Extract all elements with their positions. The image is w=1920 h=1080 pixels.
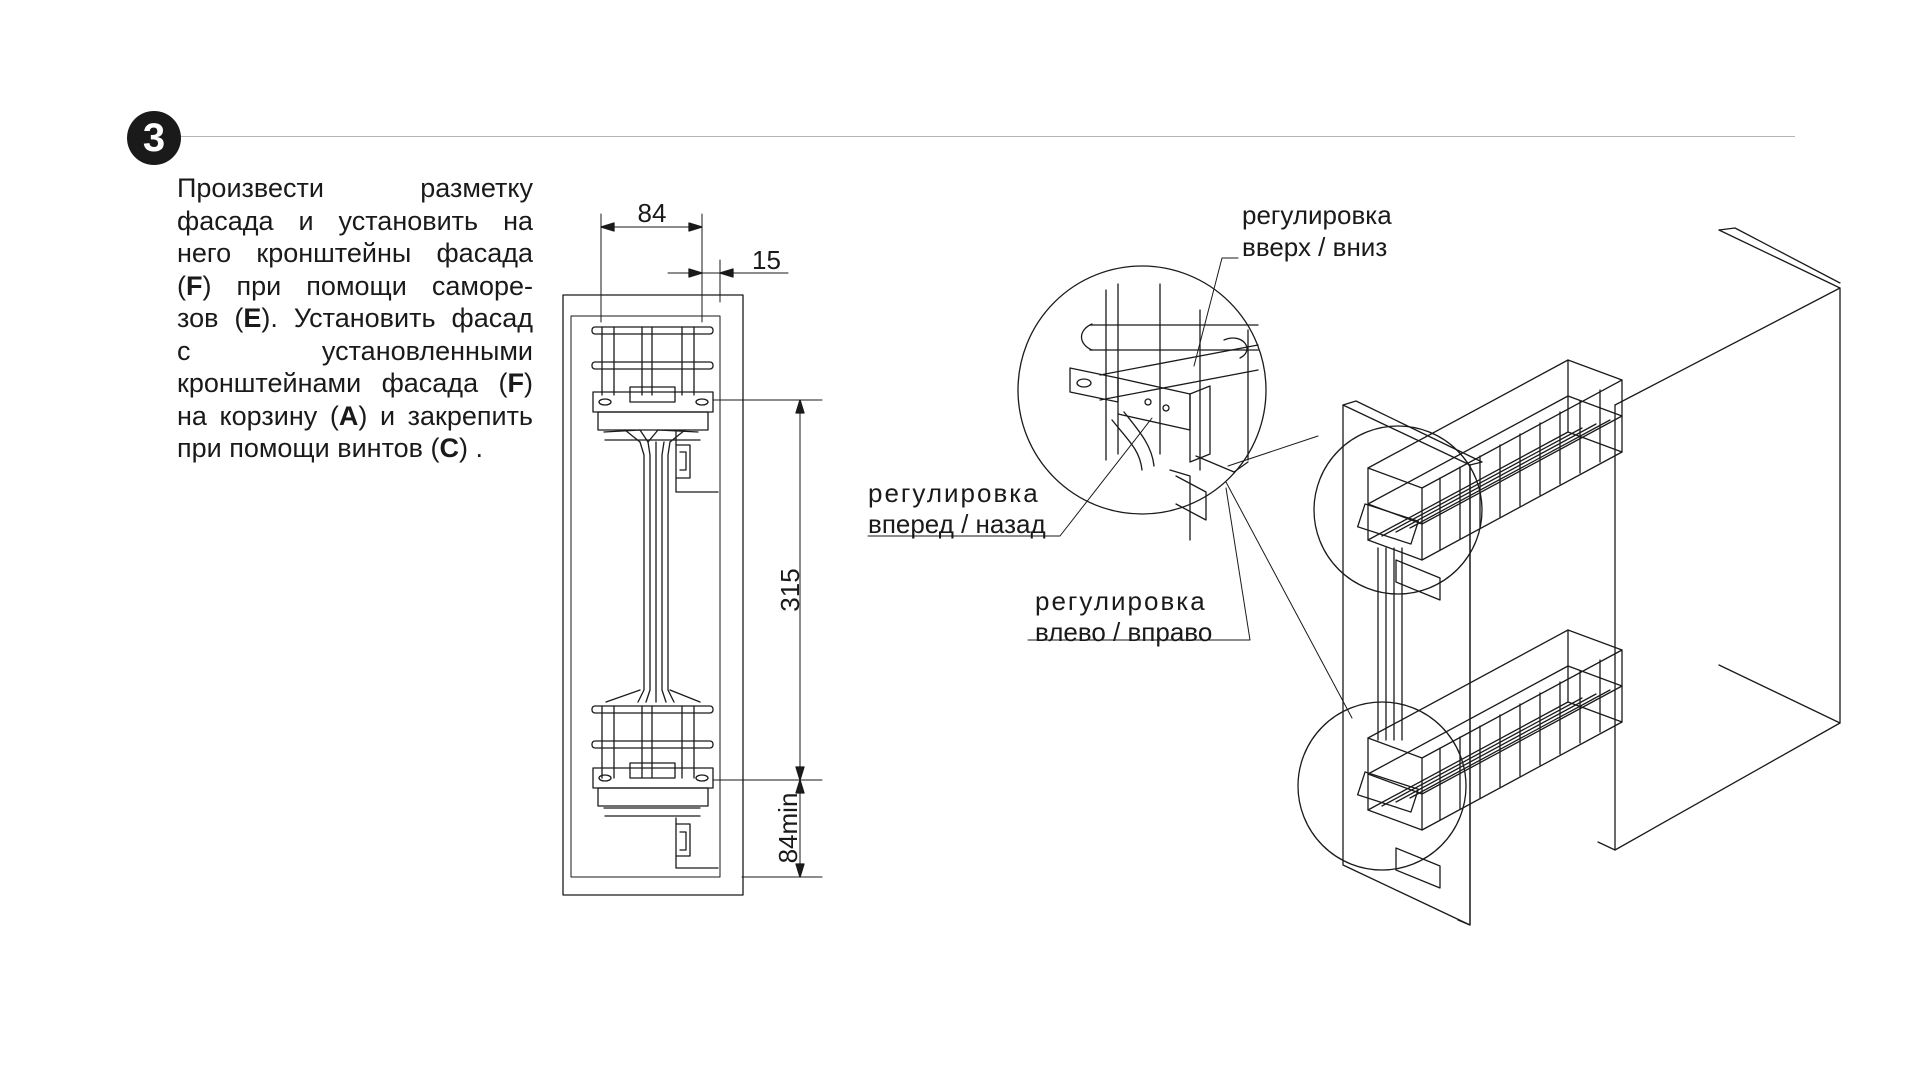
dimension-spacing-label: 315 bbox=[775, 568, 805, 611]
facade-outline bbox=[562, 294, 744, 896]
instruction-line: (F) при помощи саморе- bbox=[177, 270, 533, 303]
instruction-line: при помощи винтов (C) . bbox=[177, 432, 533, 465]
instruction-text-fragment: ) . bbox=[459, 433, 483, 463]
dimension-offset-label: 15 bbox=[752, 245, 781, 275]
instruction-text-fragment: ( bbox=[177, 270, 186, 301]
part-reference-letter: E bbox=[243, 303, 262, 333]
part-reference-letter: F bbox=[507, 368, 525, 398]
facade-inner-outline bbox=[570, 315, 721, 878]
instruction-line: него кронштейны фасада bbox=[177, 237, 533, 270]
instruction-text-fragment: фасада и установить на bbox=[177, 205, 533, 236]
callout-left-right-line2: влево / вправо bbox=[1035, 617, 1212, 647]
callout-front-back: регулировка вперед / назад bbox=[868, 478, 1046, 539]
callout-left-right-line1: регулировка bbox=[1035, 586, 1207, 616]
instruction-line: Произвести разметку bbox=[177, 172, 533, 205]
instruction-text-fragment: на корзину ( bbox=[177, 400, 339, 431]
upper-basket bbox=[591, 326, 719, 493]
step-number-badge: 3 bbox=[127, 111, 181, 165]
instruction-text-fragment: кронштейнами фасада ( bbox=[177, 368, 508, 398]
magnified-bracket-plate bbox=[1069, 367, 1119, 403]
dimension-bottom-min-label: 84min bbox=[773, 793, 803, 864]
instruction-text-fragment: зов ( bbox=[177, 303, 244, 333]
instruction-line: фасада и установить на bbox=[177, 205, 533, 238]
part-reference-letter: F bbox=[186, 270, 203, 301]
instruction-text-fragment: при помощи винтов ( bbox=[177, 433, 440, 463]
perspective-bracket-lower bbox=[1357, 771, 1419, 813]
dimension-width-label: 84 bbox=[638, 198, 667, 228]
callout-front-back-line1: регулировка bbox=[868, 478, 1040, 508]
instruction-text-fragment: с установленными bbox=[177, 335, 533, 366]
instruction-text-fragment: ) bbox=[524, 368, 533, 398]
instruction-text-fragment: ) при помощи саморе- bbox=[202, 270, 534, 301]
instruction-line: кронштейнами фасада (F) bbox=[177, 367, 533, 400]
detail-circle-lower bbox=[1297, 701, 1467, 871]
instruction-text-fragment: ). Установить фасад bbox=[261, 303, 533, 333]
dimension-bottom-min: 84min bbox=[741, 779, 823, 878]
perspective-view-drawing bbox=[1297, 227, 1841, 926]
lower-basket bbox=[591, 705, 719, 869]
part-reference-letter: A bbox=[338, 400, 359, 431]
callout-front-back-line2: вперед / назад bbox=[868, 509, 1046, 539]
instruction-text-fragment: ) и закрепить bbox=[358, 400, 533, 431]
cabinet-side-panel bbox=[1597, 227, 1841, 851]
instruction-text-fragment: него кронштейны фасада bbox=[177, 238, 533, 268]
part-reference-letter: C bbox=[439, 433, 460, 463]
detail-circle-upper bbox=[1313, 425, 1483, 595]
perspective-bracket-upper bbox=[1357, 503, 1419, 545]
step-divider bbox=[181, 136, 1795, 137]
magnified-detail-circle bbox=[1017, 265, 1267, 515]
center-rail bbox=[605, 429, 701, 703]
instruction-line: на корзину (A) и закрепить bbox=[177, 400, 533, 433]
dimension-width: 84 bbox=[600, 198, 703, 323]
instruction-line: с установленными bbox=[177, 335, 533, 368]
front-view-drawing: 84 15 315 84min bbox=[562, 198, 823, 896]
dimension-offset: 15 bbox=[667, 245, 789, 303]
magnified-bracket-detail bbox=[867, 257, 1353, 719]
dimension-spacing: 315 bbox=[712, 399, 823, 781]
instruction-text-fragment: Произвести разметку bbox=[177, 173, 533, 203]
perspective-lower-basket bbox=[1357, 629, 1623, 889]
callout-up-down: регулировка вверх / вниз bbox=[1242, 200, 1392, 262]
perspective-upper-basket bbox=[1357, 359, 1623, 601]
perspective-vertical-rail bbox=[1377, 547, 1403, 741]
instruction-line: зов (E). Установить фасад bbox=[177, 302, 533, 335]
callout-up-down-line2: вверх / вниз bbox=[1242, 232, 1387, 262]
callout-up-down-line1: регулировка bbox=[1242, 200, 1392, 230]
callout-left-right: регулировка влево / вправо bbox=[1035, 586, 1212, 647]
